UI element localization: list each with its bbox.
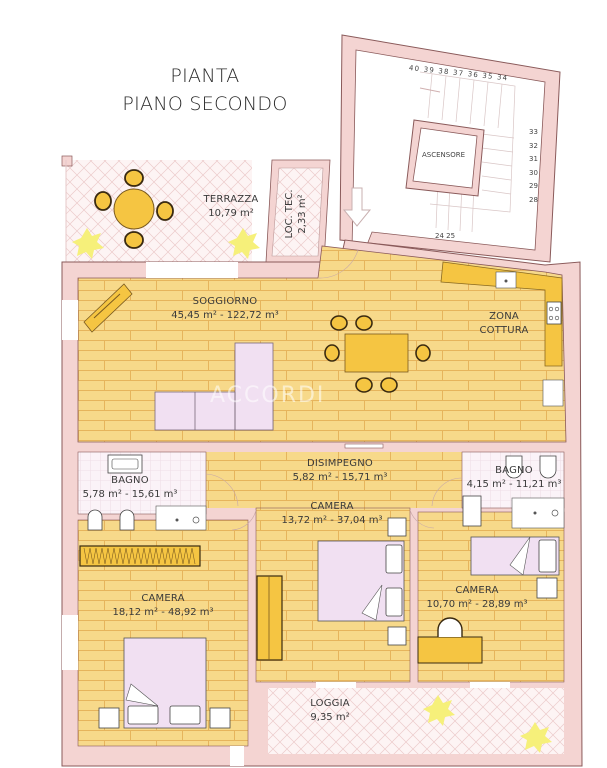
bidet-icon (87, 509, 103, 531)
chair (437, 617, 463, 637)
kitchen-counter (440, 261, 564, 407)
terrazza-area (61, 155, 260, 262)
room-label-disimpegno: DISIMPEGNO 5,82 m² - 15,71 m³ (292, 458, 388, 483)
dining-table (324, 315, 431, 393)
stairwell (339, 34, 561, 263)
wardrobe (256, 575, 283, 661)
plant-icon (520, 722, 552, 753)
sofa (154, 342, 274, 431)
shower-icon (155, 505, 207, 531)
watermark: ACCORDI (210, 383, 326, 408)
title-line-2: PIANO SECONDO (122, 93, 288, 115)
toilet-icon (119, 509, 135, 531)
room-label-loggia: LOGGIA 9,35 m² (310, 698, 350, 723)
room-label-bagno-1: BAGNO 5,78 m² - 15,61 m³ (82, 475, 178, 500)
plant-icon (228, 228, 260, 259)
bidet-icon (505, 455, 523, 479)
plant-icon (423, 695, 455, 726)
fridge (542, 379, 564, 407)
tv-unit (83, 283, 133, 333)
room-label-zona-cottura: ZONA COTTURA (479, 311, 529, 336)
elevator-label: ASCENSORE (422, 151, 466, 159)
shower-icon (511, 497, 565, 529)
room-label-soggiorno: SOGGIORNO 45,45 m² - 122,72 m³ (171, 296, 279, 321)
stove-icon (546, 301, 562, 325)
room-label-loc-tec: LOC. TEC. 2,33 m² (284, 189, 308, 239)
room-label-camera-1: CAMERA 18,12 m² - 48,92 m³ (112, 593, 214, 618)
sink-icon (462, 495, 482, 527)
room-label-terrazza: TERRAZZA 10,79 m² (203, 194, 259, 219)
wardrobe (79, 545, 201, 567)
down-arrow-icon (342, 187, 372, 227)
plant-icon (72, 228, 104, 259)
plan-title: PIANTA PIANO SECONDO (80, 62, 330, 118)
toilet-icon (539, 455, 557, 479)
desk (417, 636, 483, 664)
title-line-1: PIANTA (170, 65, 240, 87)
room-label-camera-3: CAMERA 10,70 m² - 28,89 m³ (426, 585, 528, 610)
sink-icon (107, 454, 143, 474)
room-label-bagno-2: BAGNO 4,15 m² - 11,21 m³ (466, 465, 562, 490)
room-label-camera-2: CAMERA 13,72 m² - 37,04 m³ (281, 501, 383, 526)
stair-numbers-bottom: 24 25 (435, 232, 456, 240)
